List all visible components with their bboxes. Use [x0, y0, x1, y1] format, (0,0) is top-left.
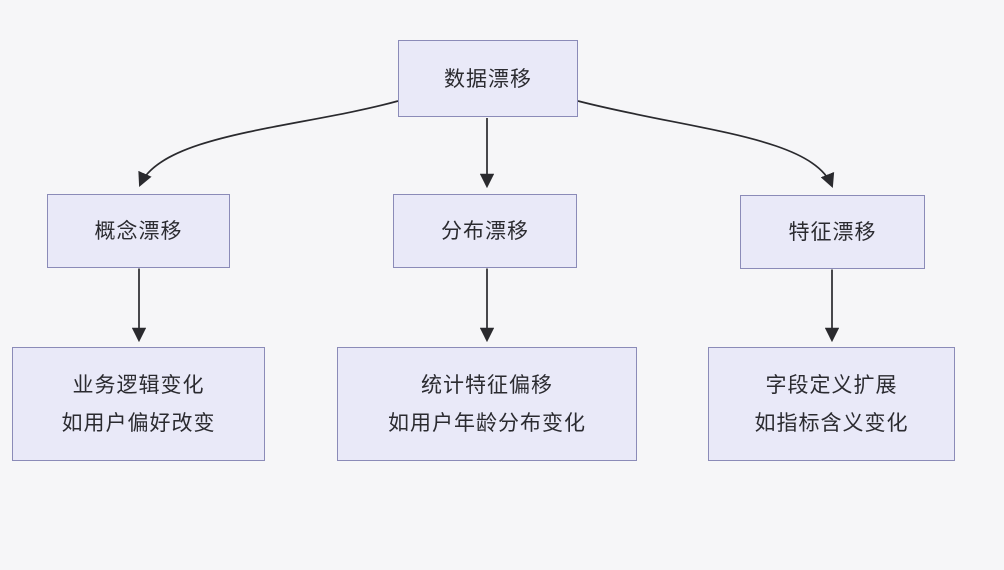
arrow-root-to-feature-drift	[577, 100, 835, 189]
detail-line-1: 业务逻辑变化	[72, 373, 205, 397]
arrow-root-to-concept-drift	[138, 100, 399, 187]
node-feature-drift-detail: 字段定义扩展 如指标含义变化	[708, 347, 955, 461]
node-label: 数据漂移	[444, 66, 532, 91]
node-concept-drift: 概念漂移	[47, 194, 230, 268]
node-label: 分布漂移	[441, 219, 529, 243]
detail-line-2: 如用户年龄分布变化	[388, 411, 586, 435]
node-label: 概念漂移	[94, 219, 183, 243]
node-feature-drift: 特征漂移	[740, 195, 925, 269]
detail-line-1: 统计特征偏移	[421, 373, 553, 397]
node-concept-drift-detail: 业务逻辑变化 如用户偏好改变	[12, 347, 265, 461]
node-distribution-drift-detail: 统计特征偏移 如用户年龄分布变化	[337, 347, 637, 461]
detail-line-1: 字段定义扩展	[765, 373, 898, 397]
node-distribution-drift: 分布漂移	[393, 194, 577, 268]
node-label: 特征漂移	[788, 220, 877, 244]
node-data-drift: 数据漂移	[398, 40, 578, 117]
detail-line-2: 如用户偏好改变	[61, 411, 216, 435]
detail-line-2: 如指标含义变化	[754, 411, 909, 435]
